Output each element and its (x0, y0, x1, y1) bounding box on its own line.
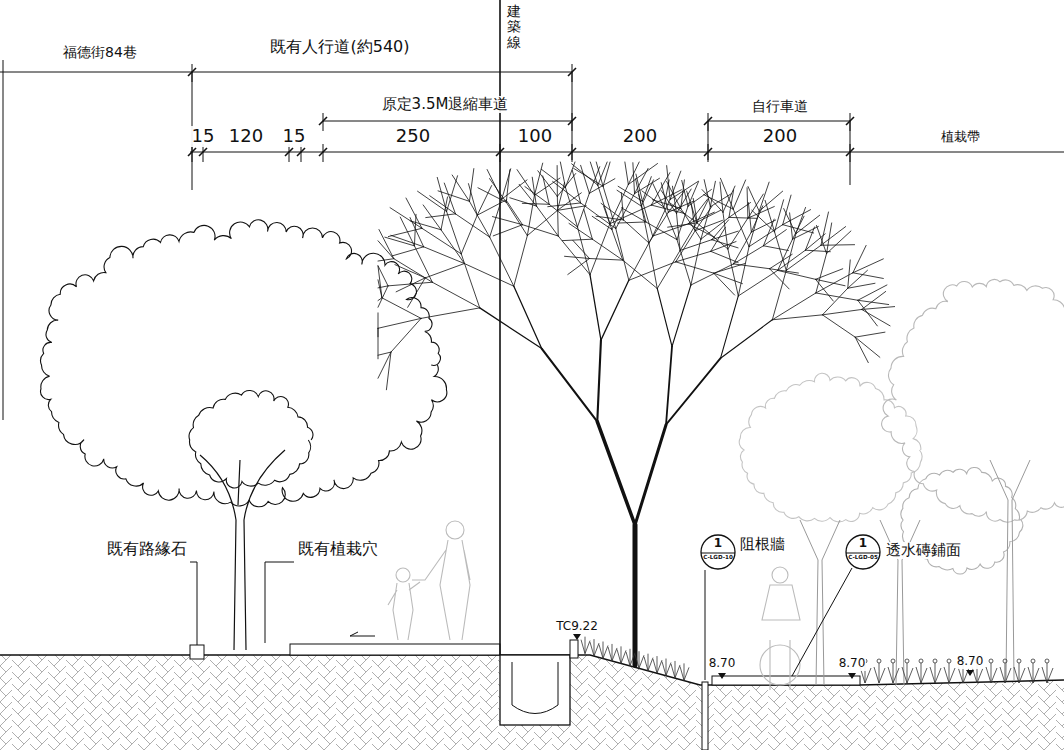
spot-level: 8.70 (708, 657, 737, 671)
sheet-reference: C-LGD-10 (700, 553, 736, 562)
dimension-label: 原定3.5M退縮車道 (381, 96, 510, 113)
building-line-label: 建築線 (506, 4, 522, 50)
dimension-text: 200 (622, 126, 658, 147)
dimension-label: 植栽帶 (940, 130, 981, 145)
callout-label: 既有路緣石 (106, 540, 188, 558)
detail-callout: 1C-LGD-10 (700, 534, 736, 570)
drain-channel (512, 662, 558, 714)
direction-arrow (350, 632, 375, 636)
spot-level: 8.70 (838, 657, 867, 671)
drain-box (500, 655, 570, 725)
spot-level: 8.70 (956, 655, 985, 669)
paving-layer (290, 644, 500, 655)
dimension-label: 既有人行道(約540) (269, 38, 410, 56)
tree-canopy (41, 220, 447, 507)
root-barrier (702, 682, 708, 750)
sheet-reference: C-LGD-05 (845, 553, 881, 562)
proposed-tree (378, 162, 895, 665)
tree-canopy (189, 390, 313, 488)
level-marker (718, 673, 726, 679)
callout-label: 阻根牆 (739, 536, 786, 553)
level-marker (848, 673, 856, 679)
dimension-text: 15 (282, 126, 307, 147)
dimension-text: 120 (228, 126, 264, 147)
callout-label: 透水磚鋪面 (885, 542, 962, 559)
callout-number: 1 (700, 534, 736, 553)
curb (570, 640, 578, 658)
spot-level: TC9.22 (555, 620, 599, 634)
tree-canopy (739, 373, 922, 522)
callout-label: 既有植栽穴 (297, 540, 379, 558)
curb-stone (190, 645, 204, 659)
dimension-text: 250 (395, 126, 431, 147)
dimension-text: 200 (762, 126, 798, 147)
level-marker (966, 670, 974, 676)
dimension-text: 100 (517, 126, 553, 147)
existing-tree (41, 220, 447, 650)
callout-number: 1 (845, 534, 881, 553)
tree-canopy (882, 279, 1064, 522)
soil-hatch (0, 655, 1064, 750)
ground-plants (581, 637, 1053, 683)
leader-lines (190, 562, 852, 680)
dimension-label: 自行車道 (751, 98, 809, 114)
level-marker (573, 634, 581, 640)
ground (0, 640, 1064, 750)
people (388, 521, 800, 690)
dimension-text: 15 (191, 126, 216, 147)
detail-callout: 1C-LGD-05 (845, 534, 881, 570)
dimension-lines (0, 60, 1064, 420)
street-name: 福德街84巷 (62, 44, 138, 60)
background-trees (739, 279, 1064, 685)
